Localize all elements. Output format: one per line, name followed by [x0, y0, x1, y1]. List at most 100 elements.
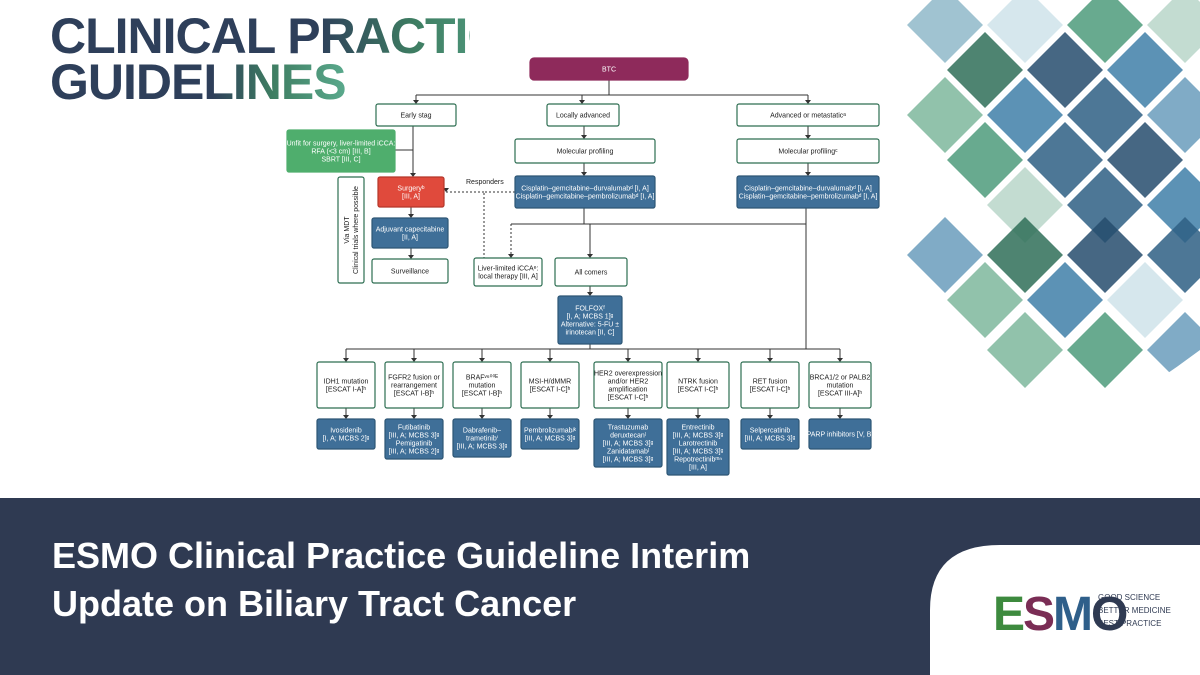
decorative-diamond: [987, 0, 1063, 63]
node-all-comers: All comers: [554, 257, 628, 287]
node-mutation-3-box: [520, 361, 580, 409]
node-therapy-5-text: Repotrectinibᵐⁿ: [674, 457, 722, 464]
node-unfit-surgery-text: SBRT [III, C]: [321, 157, 360, 164]
node-locally-advanced-text: Locally advanced: [556, 113, 610, 120]
node-mutation-7-text: BRCA1/2 or PALB2: [810, 375, 871, 382]
node-mutation-0-box: [316, 361, 376, 409]
node-mutation-6-box: [740, 361, 800, 409]
node-mutation-4-text: amplification: [609, 387, 648, 394]
flow-arrowhead: [408, 255, 414, 259]
node-chemo-1: Cisplatin–gemcitabine–durvalumabᵈ [I, A]…: [514, 175, 656, 209]
node-therapy-6: Selpercatinib[III, A; MCBS 3]ᵍ: [740, 418, 800, 450]
decorative-diamond: [987, 77, 1063, 153]
node-mutation-2-text: BRAFᵛ⁶⁰⁰ᴱ: [466, 374, 498, 382]
flow-arrowhead: [547, 358, 553, 362]
flow-connector: [483, 191, 515, 258]
flow-arrowhead: [479, 415, 485, 419]
node-mutation-7-text: [ESCAT III-A]ʰ: [818, 391, 862, 398]
esmo-logo: ESMO GOOD SCIENCE BETTER MEDICINE BEST P…: [993, 588, 1171, 641]
node-mol-profiling-2-box: [736, 138, 880, 164]
node-mutation-3-text: MSI-H/dMMR: [529, 379, 571, 386]
flow-arrowhead: [411, 358, 417, 362]
node-mdt-box: [337, 176, 365, 284]
node-therapy-2-text: Dabrafenib–: [463, 428, 501, 435]
node-therapy-7-text: PARP inhibitors [V, B]: [807, 432, 874, 439]
node-therapy-2: Dabrafenib–trametinibⁱ[III, A; MCBS 3]ᵍ: [452, 418, 512, 458]
node-mutation-0: IDH1 mutation[ESCAT I-A]ʰ: [316, 361, 376, 409]
node-mutation-0-text: IDH1 mutation: [324, 379, 369, 386]
node-mutation-5-box: [666, 361, 730, 409]
node-therapy-1-text: Futibatinib: [398, 425, 430, 432]
node-chemo-2-box: [736, 175, 880, 209]
flow-arrowhead: [579, 100, 585, 104]
decorative-diamond: [1067, 77, 1143, 153]
node-surveillance-text: Surveillance: [391, 269, 429, 276]
node-folfox-text: Alternative: 5-FU ±: [561, 322, 619, 329]
node-therapy-2-box: [452, 418, 512, 458]
flow-arrowhead: [343, 358, 349, 362]
node-therapy-1-text: Pemigatinib: [396, 441, 433, 448]
node-all-comers-text: All comers: [575, 270, 608, 277]
footer-background: [0, 498, 1200, 675]
node-mutation-1-text: rearrangement: [391, 383, 437, 390]
decor-curve-mask: [880, 350, 1200, 498]
node-mutation-2-text: mutation: [469, 383, 496, 390]
flow-arrowhead: [343, 415, 349, 419]
flow-arrowhead: [625, 415, 631, 419]
flow-arrowhead: [767, 358, 773, 362]
decorative-diamond: [987, 312, 1063, 388]
node-therapy-5-text: Larotrectinib: [679, 441, 718, 448]
node-mutation-0-text: [ESCAT I-A]ʰ: [326, 387, 366, 394]
node-therapy-6-text: [III, A; MCBS 3]ᵍ: [745, 436, 796, 443]
node-early-stage: Early stag: [375, 103, 457, 127]
node-mutation-3: MSI-H/dMMR[ESCAT I-C]ʰ: [520, 361, 580, 409]
node-therapy-5-box: [666, 418, 730, 476]
node-early-stage-box: [375, 103, 457, 127]
node-therapy-7-box: [808, 418, 872, 450]
banner-line2: GUIDELINES: [50, 54, 346, 110]
node-therapy-4-text: Trastuzumab: [608, 425, 649, 432]
esmo-wordmark: ESMO: [993, 588, 1127, 641]
decorative-diamond: [987, 167, 1063, 243]
flow-arrowhead: [581, 135, 587, 139]
decorative-diamond: [1107, 32, 1183, 108]
node-therapy-1-text: [III, A; MCBS 3]ᵍ: [389, 433, 440, 440]
decorative-diamond: [907, 0, 983, 63]
node-unfit-surgery: Unfit for surgery, liver-limited iCCA:RF…: [286, 129, 396, 173]
node-therapy-2-text: trametinibⁱ: [466, 435, 498, 443]
node-therapy-4-text: [III, A; MCBS 3]ᵍ: [603, 441, 654, 448]
flow-arrowhead: [508, 254, 514, 258]
decorative-diamond: [1147, 77, 1200, 153]
decorative-diamond: [907, 77, 983, 153]
node-adjuvant-text: Adjuvant capecitabine: [376, 227, 445, 234]
node-mutation-7-text: mutation: [827, 383, 854, 390]
node-early-stage-text: Early stag: [400, 113, 431, 120]
node-mol-profiling-2-text: Molecular profilingᶜ: [778, 149, 838, 156]
node-surveillance: Surveillance: [371, 258, 449, 284]
node-mutation-6: RET fusion[ESCAT I-C]ʰ: [740, 361, 800, 409]
decorative-diamond: [1067, 312, 1143, 388]
node-chemo-1-box: [514, 175, 656, 209]
decorative-diamond: [1107, 262, 1183, 338]
node-therapy-0-text: [I, A; MCBS 2]ᵍ: [323, 436, 370, 443]
node-therapy-3-text: Pembrolizumabʲᵏ: [524, 428, 577, 435]
flow-arrowhead: [413, 100, 419, 104]
flow-arrowhead: [410, 173, 416, 177]
flow-arrowhead: [587, 254, 593, 258]
node-therapy-4-text: Zanidatamabˡ: [607, 449, 649, 456]
decorative-diamond: [1147, 217, 1200, 293]
node-therapy-3: Pembrolizumabʲᵏ[III, A; MCBS 3]ᵍ: [520, 418, 580, 450]
node-mutation-2-box: [452, 361, 512, 409]
node-unfit-surgery-box: [286, 129, 396, 173]
node-mutation-4-text: and/or HER2: [608, 379, 649, 386]
esmo-tagline-1: GOOD SCIENCE: [1098, 593, 1160, 602]
